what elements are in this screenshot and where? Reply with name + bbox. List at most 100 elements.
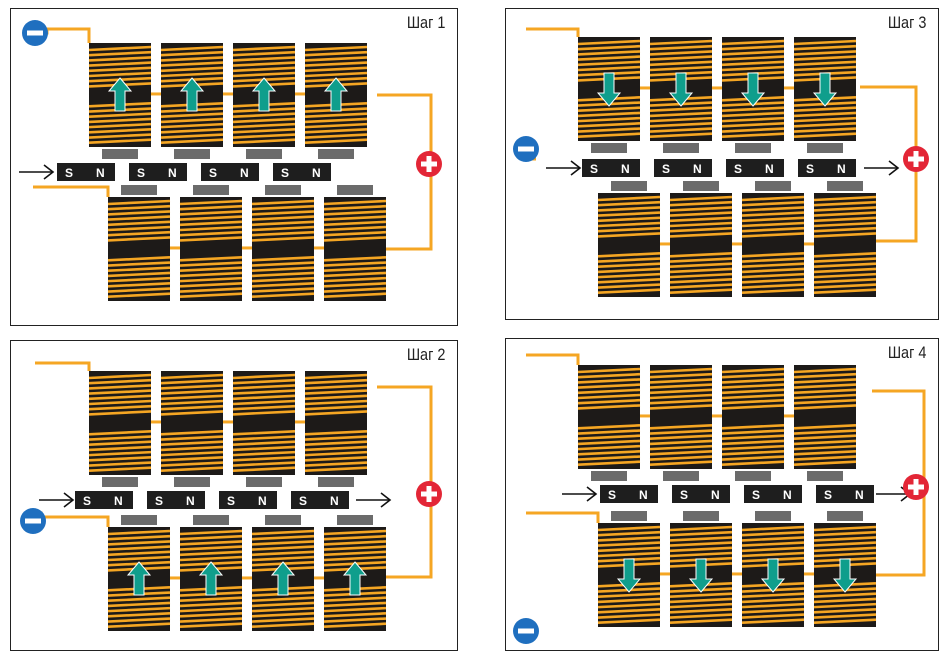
winding-line [793,434,857,441]
coil [741,193,805,297]
coil [251,197,315,301]
winding-line [577,372,641,379]
coil [649,37,713,141]
winding-line [577,378,641,384]
winding-line [721,116,785,123]
coil [304,43,368,147]
winding-line [251,606,315,613]
step-title: Шаг 2 [406,345,445,364]
coil [721,365,785,469]
winding-line [721,455,785,461]
winding-line [179,596,243,603]
arrow-up-icon [107,77,133,112]
coil [741,523,805,627]
winding-line [304,50,368,57]
winding-line [251,534,315,541]
winding-line [577,122,641,128]
winding-line [793,460,857,467]
winding-line [577,434,641,441]
winding-line [669,530,733,537]
winding-line [232,384,296,390]
winding-line [669,232,733,238]
winding-line [304,384,368,390]
winding-line [721,439,785,446]
winding-line [577,116,641,123]
magnet-north-label: N [783,488,792,502]
winding-line [721,55,785,61]
winding-line [160,138,224,145]
winding-line [669,206,733,212]
winding-line [179,550,243,557]
magnet-south-label: S [590,162,598,176]
winding-line [107,545,171,551]
winding-line [741,288,805,295]
winding-line [251,266,315,273]
winding-line [304,56,368,62]
pole-piece [735,471,771,481]
winding-line [88,71,152,78]
winding-line [741,232,805,238]
winding-line [179,292,243,299]
winding-line [721,404,785,410]
winding-line [669,226,733,233]
pole-piece [318,477,354,487]
wire-lead [33,185,110,197]
winding-line [741,592,805,599]
coil [88,371,152,475]
winding-line [577,388,641,395]
winding-line [597,232,661,238]
winding-line [597,618,661,625]
wire-lead [35,361,91,371]
winding-line [304,450,368,457]
winding-line [793,111,857,118]
winding-line [577,367,641,374]
winding-line [160,450,224,457]
winding-line [251,545,315,551]
winding-line [232,456,296,462]
winding-line [304,378,368,385]
winding-line [107,271,171,278]
winding-line [88,66,152,73]
winding-line [251,276,315,283]
winding-line [179,236,243,242]
winding-line [813,288,877,295]
winding-line [251,204,315,211]
winding-line [107,617,171,623]
coil [721,37,785,141]
winding-line [88,466,152,473]
coil [597,193,661,297]
winding-line [813,530,877,537]
winding-line [251,612,315,618]
coil [323,197,387,301]
winding-line [179,261,243,267]
winding-line [793,383,857,389]
winding-line [304,138,368,145]
pole-piece [121,185,157,195]
coil [793,37,857,141]
winding-line [88,445,152,452]
winding-line [232,117,296,124]
minus-terminal-icon [513,136,539,162]
winding-line [304,435,368,441]
winding-line [179,276,243,283]
pole-piece [318,149,354,159]
winding-line [160,66,224,73]
winding-line [649,122,713,128]
magnet-north-label: N [639,488,648,502]
magnet-body [291,491,349,509]
winding-line [793,65,857,72]
winding-line [179,612,243,618]
plus-terminal-icon [416,481,442,507]
step-title: Шаг 4 [887,343,926,362]
winding-line [160,117,224,124]
step-title: Шаг 3 [887,13,926,32]
magnet-body [129,163,187,181]
pole-piece [663,471,699,481]
